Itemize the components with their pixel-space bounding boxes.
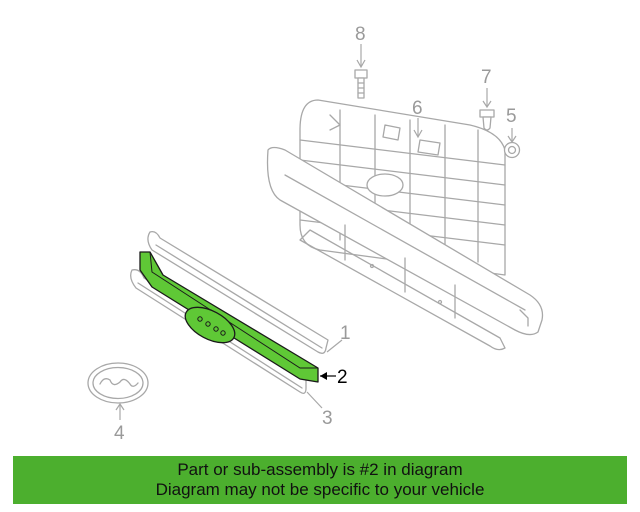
upper-molding-part-1[interactable]: [147, 230, 329, 354]
emblem-part-4[interactable]: [87, 362, 149, 420]
callout-3[interactable]: 3: [322, 408, 333, 429]
grille-assembly-part-6[interactable]: [266, 99, 544, 351]
callout-6[interactable]: 6: [412, 98, 423, 119]
callout-8[interactable]: 8: [355, 24, 366, 45]
banner-line-part-number: Part or sub-assembly is #2 in diagram: [177, 460, 463, 479]
banner-line-disclaimer: Diagram may not be specific to your vehi…: [155, 480, 485, 499]
callout-5[interactable]: 5: [506, 106, 517, 127]
callout-2[interactable]: 2: [337, 367, 348, 388]
parts-diagram: 1 2 3 4 5 6 7 8: [87, 24, 544, 444]
push-retainer-part-7[interactable]: [479, 88, 495, 131]
callout-1[interactable]: 1: [340, 323, 351, 344]
leader-line-1: [326, 339, 343, 353]
info-banner: Part or sub-assembly is #2 in diagram Di…: [13, 456, 627, 504]
leader-arrow-2: [320, 372, 327, 380]
leader-line-6-arrow: [413, 129, 423, 139]
stud-part-8[interactable]: [354, 44, 368, 99]
nut-part-5[interactable]: [503, 128, 521, 159]
leader-line-3: [306, 391, 323, 409]
callout-7[interactable]: 7: [481, 67, 492, 88]
callout-4[interactable]: 4: [114, 423, 125, 444]
grille-bar-part-2[interactable]: [139, 251, 319, 383]
